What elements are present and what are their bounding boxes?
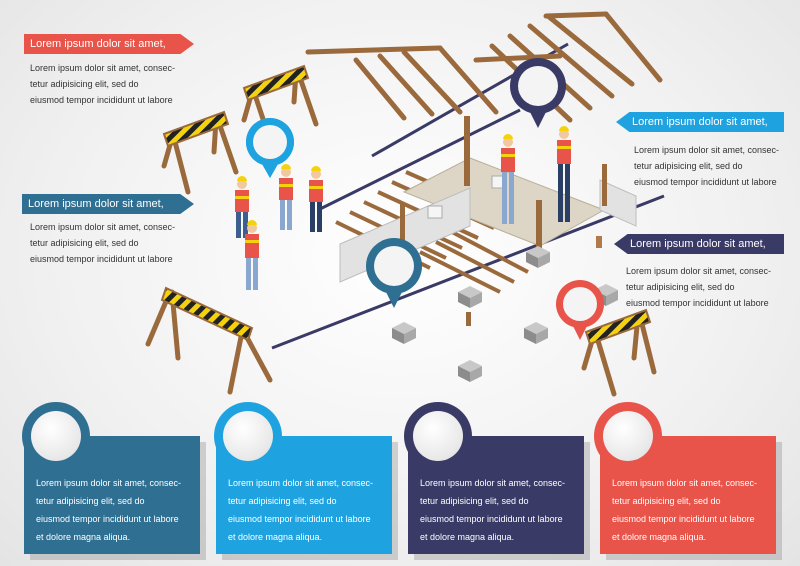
card-text: Lorem ipsum dolor sit amet, consec- tetu… — [228, 474, 373, 546]
worker-group-left — [235, 164, 323, 290]
text-line: et dolore magna aliqua. — [228, 532, 323, 542]
posts — [400, 116, 607, 326]
callout-banner-sky: Lorem ipsum dolor sit amet, — [616, 112, 784, 132]
worker — [235, 176, 249, 238]
callout-text-steel: Lorem ipsum dolor sit amet, consec- tetu… — [30, 219, 175, 267]
text-line: et dolore magna aliqua. — [36, 532, 131, 542]
callout-text-sky: Lorem ipsum dolor sit amet, consec- tetu… — [634, 142, 779, 190]
text-line: tetur adipisicing elit, sed do — [420, 496, 529, 506]
callout-banner-steel: Lorem ipsum dolor sit amet, — [22, 194, 194, 214]
card-text: Lorem ipsum dolor sit amet, consec- tetu… — [612, 474, 757, 546]
roof-rafters — [305, 11, 663, 123]
text-line: tetur adipisicing elit, sed do — [634, 161, 743, 171]
worker — [557, 126, 571, 222]
text-line: Lorem ipsum dolor sit amet, consec- — [36, 478, 182, 488]
info-card-red: Lorem ipsum dolor sit amet, consec- tetu… — [600, 436, 782, 560]
ring-inner — [603, 411, 653, 461]
text-line: Lorem ipsum dolor sit amet, consec- — [30, 63, 176, 73]
text-line: et dolore magna aliqua. — [420, 532, 515, 542]
text-line: Lorem ipsum dolor sit amet, consec- — [228, 478, 374, 488]
text-line: Lorem ipsum dolor sit amet, consec- — [634, 145, 780, 155]
text-line: eiusmod tempor incididunt ut labore — [626, 298, 769, 308]
pin-marker-sky — [246, 118, 294, 178]
ring-inner — [31, 411, 81, 461]
text-line: eiusmod tempor incididunt ut labore — [30, 95, 173, 105]
text-line: eiusmod tempor incididunt ut labore — [30, 254, 173, 264]
text-line: Lorem ipsum dolor sit amet, consec- — [30, 222, 176, 232]
barrier-top-center — [241, 64, 319, 137]
worker — [279, 164, 293, 230]
text-line: et dolore magna aliqua. — [612, 532, 707, 542]
pin-marker-red — [556, 280, 604, 340]
card-ring-steel — [22, 402, 90, 470]
worker — [309, 166, 323, 232]
card-ring-red — [594, 402, 662, 470]
card-ring-sky — [214, 402, 282, 470]
card-text: Lorem ipsum dolor sit amet, consec- tetu… — [36, 474, 181, 546]
worker-group-platform — [501, 126, 571, 224]
ring-inner — [223, 411, 273, 461]
worker — [245, 220, 259, 290]
text-line: tetur adipisicing elit, sed do — [36, 496, 145, 506]
text-line: Lorem ipsum dolor sit amet, consec- — [626, 266, 772, 276]
card-ring-navy — [404, 402, 472, 470]
barrier-bottom-left — [145, 286, 273, 395]
callout-text-red: Lorem ipsum dolor sit amet, consec- tetu… — [30, 60, 175, 108]
barrier-top-left — [161, 110, 239, 195]
ring-inner — [413, 411, 463, 461]
callout-banner-navy: Lorem ipsum dolor sit amet, — [614, 234, 784, 254]
text-line: eiusmod tempor incididunt ut labore — [228, 514, 371, 524]
pin-marker-navy — [510, 58, 566, 128]
pin-marker-steel — [366, 238, 422, 308]
text-line: tetur adipisicing elit, sed do — [30, 79, 139, 89]
text-line: eiusmod tempor incididunt ut labore — [634, 177, 777, 187]
text-line: Lorem ipsum dolor sit amet, consec- — [420, 478, 566, 488]
text-line: tetur adipisicing elit, sed do — [30, 238, 139, 248]
text-line: eiusmod tempor incididunt ut labore — [612, 514, 755, 524]
text-line: tetur adipisicing elit, sed do — [228, 496, 337, 506]
text-line: tetur adipisicing elit, sed do — [626, 282, 735, 292]
text-line: Lorem ipsum dolor sit amet, consec- — [612, 478, 758, 488]
callout-banner-red: Lorem ipsum dolor sit amet, — [24, 34, 194, 54]
text-line: eiusmod tempor incididunt ut labore — [36, 514, 179, 524]
text-line: tetur adipisicing elit, sed do — [612, 496, 721, 506]
callout-text-navy: Lorem ipsum dolor sit amet, consec- tetu… — [626, 263, 771, 311]
card-text: Lorem ipsum dolor sit amet, consec- tetu… — [420, 474, 565, 546]
barrier-bottom-right — [581, 308, 657, 397]
concrete-blocks — [392, 246, 618, 382]
worker — [501, 134, 515, 224]
text-line: eiusmod tempor incididunt ut labore — [420, 514, 563, 524]
